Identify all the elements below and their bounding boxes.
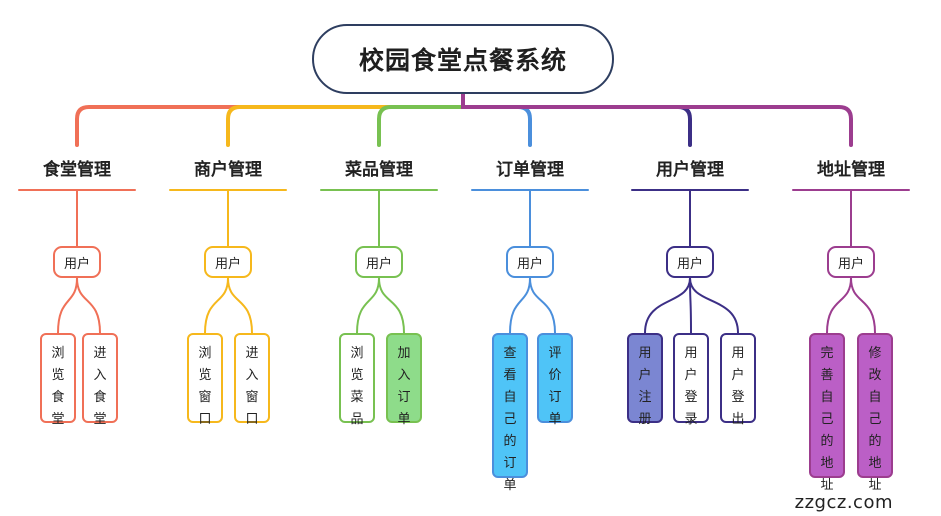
- leaf-node: 浏览菜品: [339, 333, 375, 427]
- leaf-connector: [529, 277, 556, 334]
- leaf-connector: [850, 277, 876, 334]
- user-node: 用户: [827, 246, 875, 278]
- category-label: 地址管理: [817, 160, 885, 180]
- leaf-connector: [689, 277, 739, 334]
- leaf-node: 用户注册: [627, 333, 663, 427]
- category-label: 菜品管理: [345, 160, 413, 180]
- branch-line: [75, 92, 465, 147]
- leaf-connector: [57, 277, 78, 334]
- root-title: 校园食堂点餐系统: [358, 46, 567, 75]
- leaf-node: 加入订单: [386, 333, 422, 427]
- leaf-connector: [76, 277, 101, 334]
- branch-line: [461, 92, 692, 147]
- user-node: 用户: [506, 246, 554, 278]
- leaf-node: 浏览食堂: [40, 333, 76, 427]
- leaf-connector: [509, 277, 531, 334]
- leaf-node: 浏览窗口: [187, 333, 223, 427]
- user-node: 用户: [53, 246, 101, 278]
- leaf-node: 进入食堂: [82, 333, 118, 427]
- leaf-node: 完善自己的地址: [809, 333, 845, 493]
- category-label: 食堂管理: [43, 160, 111, 180]
- leaf-connector: [826, 277, 852, 334]
- branch-line: [461, 92, 853, 147]
- category-label: 商户管理: [194, 160, 262, 180]
- leaf-connector: [204, 277, 229, 334]
- user-node: 用户: [355, 246, 403, 278]
- leaf-connector: [356, 277, 380, 334]
- leaf-node: 修改自己的地址: [857, 333, 893, 493]
- user-node: 用户: [666, 246, 714, 278]
- leaf-connector: [227, 277, 253, 334]
- branch-line: [226, 92, 465, 147]
- branch-line: [461, 92, 532, 147]
- watermark: zzgcz.com: [794, 492, 893, 513]
- leaf-node: 用户登出: [720, 333, 756, 427]
- branch-line: [377, 92, 465, 147]
- category-label: 订单管理: [496, 160, 564, 180]
- root-node: 校园食堂点餐系统: [312, 24, 614, 94]
- leaf-connector: [644, 277, 691, 334]
- category-label: 用户管理: [656, 160, 724, 180]
- leaf-connector: [689, 277, 692, 334]
- leaf-node: 评价订单: [537, 333, 573, 427]
- leaf-node: 查看自己的订单: [492, 333, 528, 493]
- leaf-node: 进入窗口: [234, 333, 270, 427]
- user-node: 用户: [204, 246, 252, 278]
- leaf-node: 用户登录: [673, 333, 709, 427]
- leaf-connector: [378, 277, 405, 334]
